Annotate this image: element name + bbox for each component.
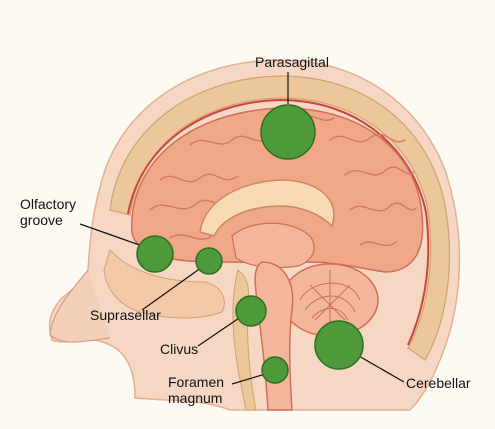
tumor-olfactory-groove (137, 236, 173, 272)
label-cerebellar: Cerebellar (406, 375, 471, 391)
tumor-clivus (236, 296, 266, 326)
midbrain (232, 223, 314, 267)
label-olfactory-line2: groove (20, 212, 76, 228)
label-olfactory-groove: Olfactory groove (20, 196, 76, 228)
label-foramen-magnum: Foramen magnum (168, 374, 224, 406)
label-foramen-line2: magnum (168, 390, 224, 406)
label-olfactory-line1: Olfactory (20, 196, 76, 212)
tumor-suprasellar (196, 248, 222, 274)
tumor-parasagittal (261, 105, 315, 159)
label-foramen-line1: Foramen (168, 374, 224, 390)
label-suprasellar: Suprasellar (90, 307, 161, 323)
tumor-cerebellar (315, 321, 363, 369)
label-parasagittal: Parasagittal (255, 54, 329, 70)
tumor-foramen-magnum (262, 357, 288, 383)
label-clivus: Clivus (160, 341, 198, 357)
